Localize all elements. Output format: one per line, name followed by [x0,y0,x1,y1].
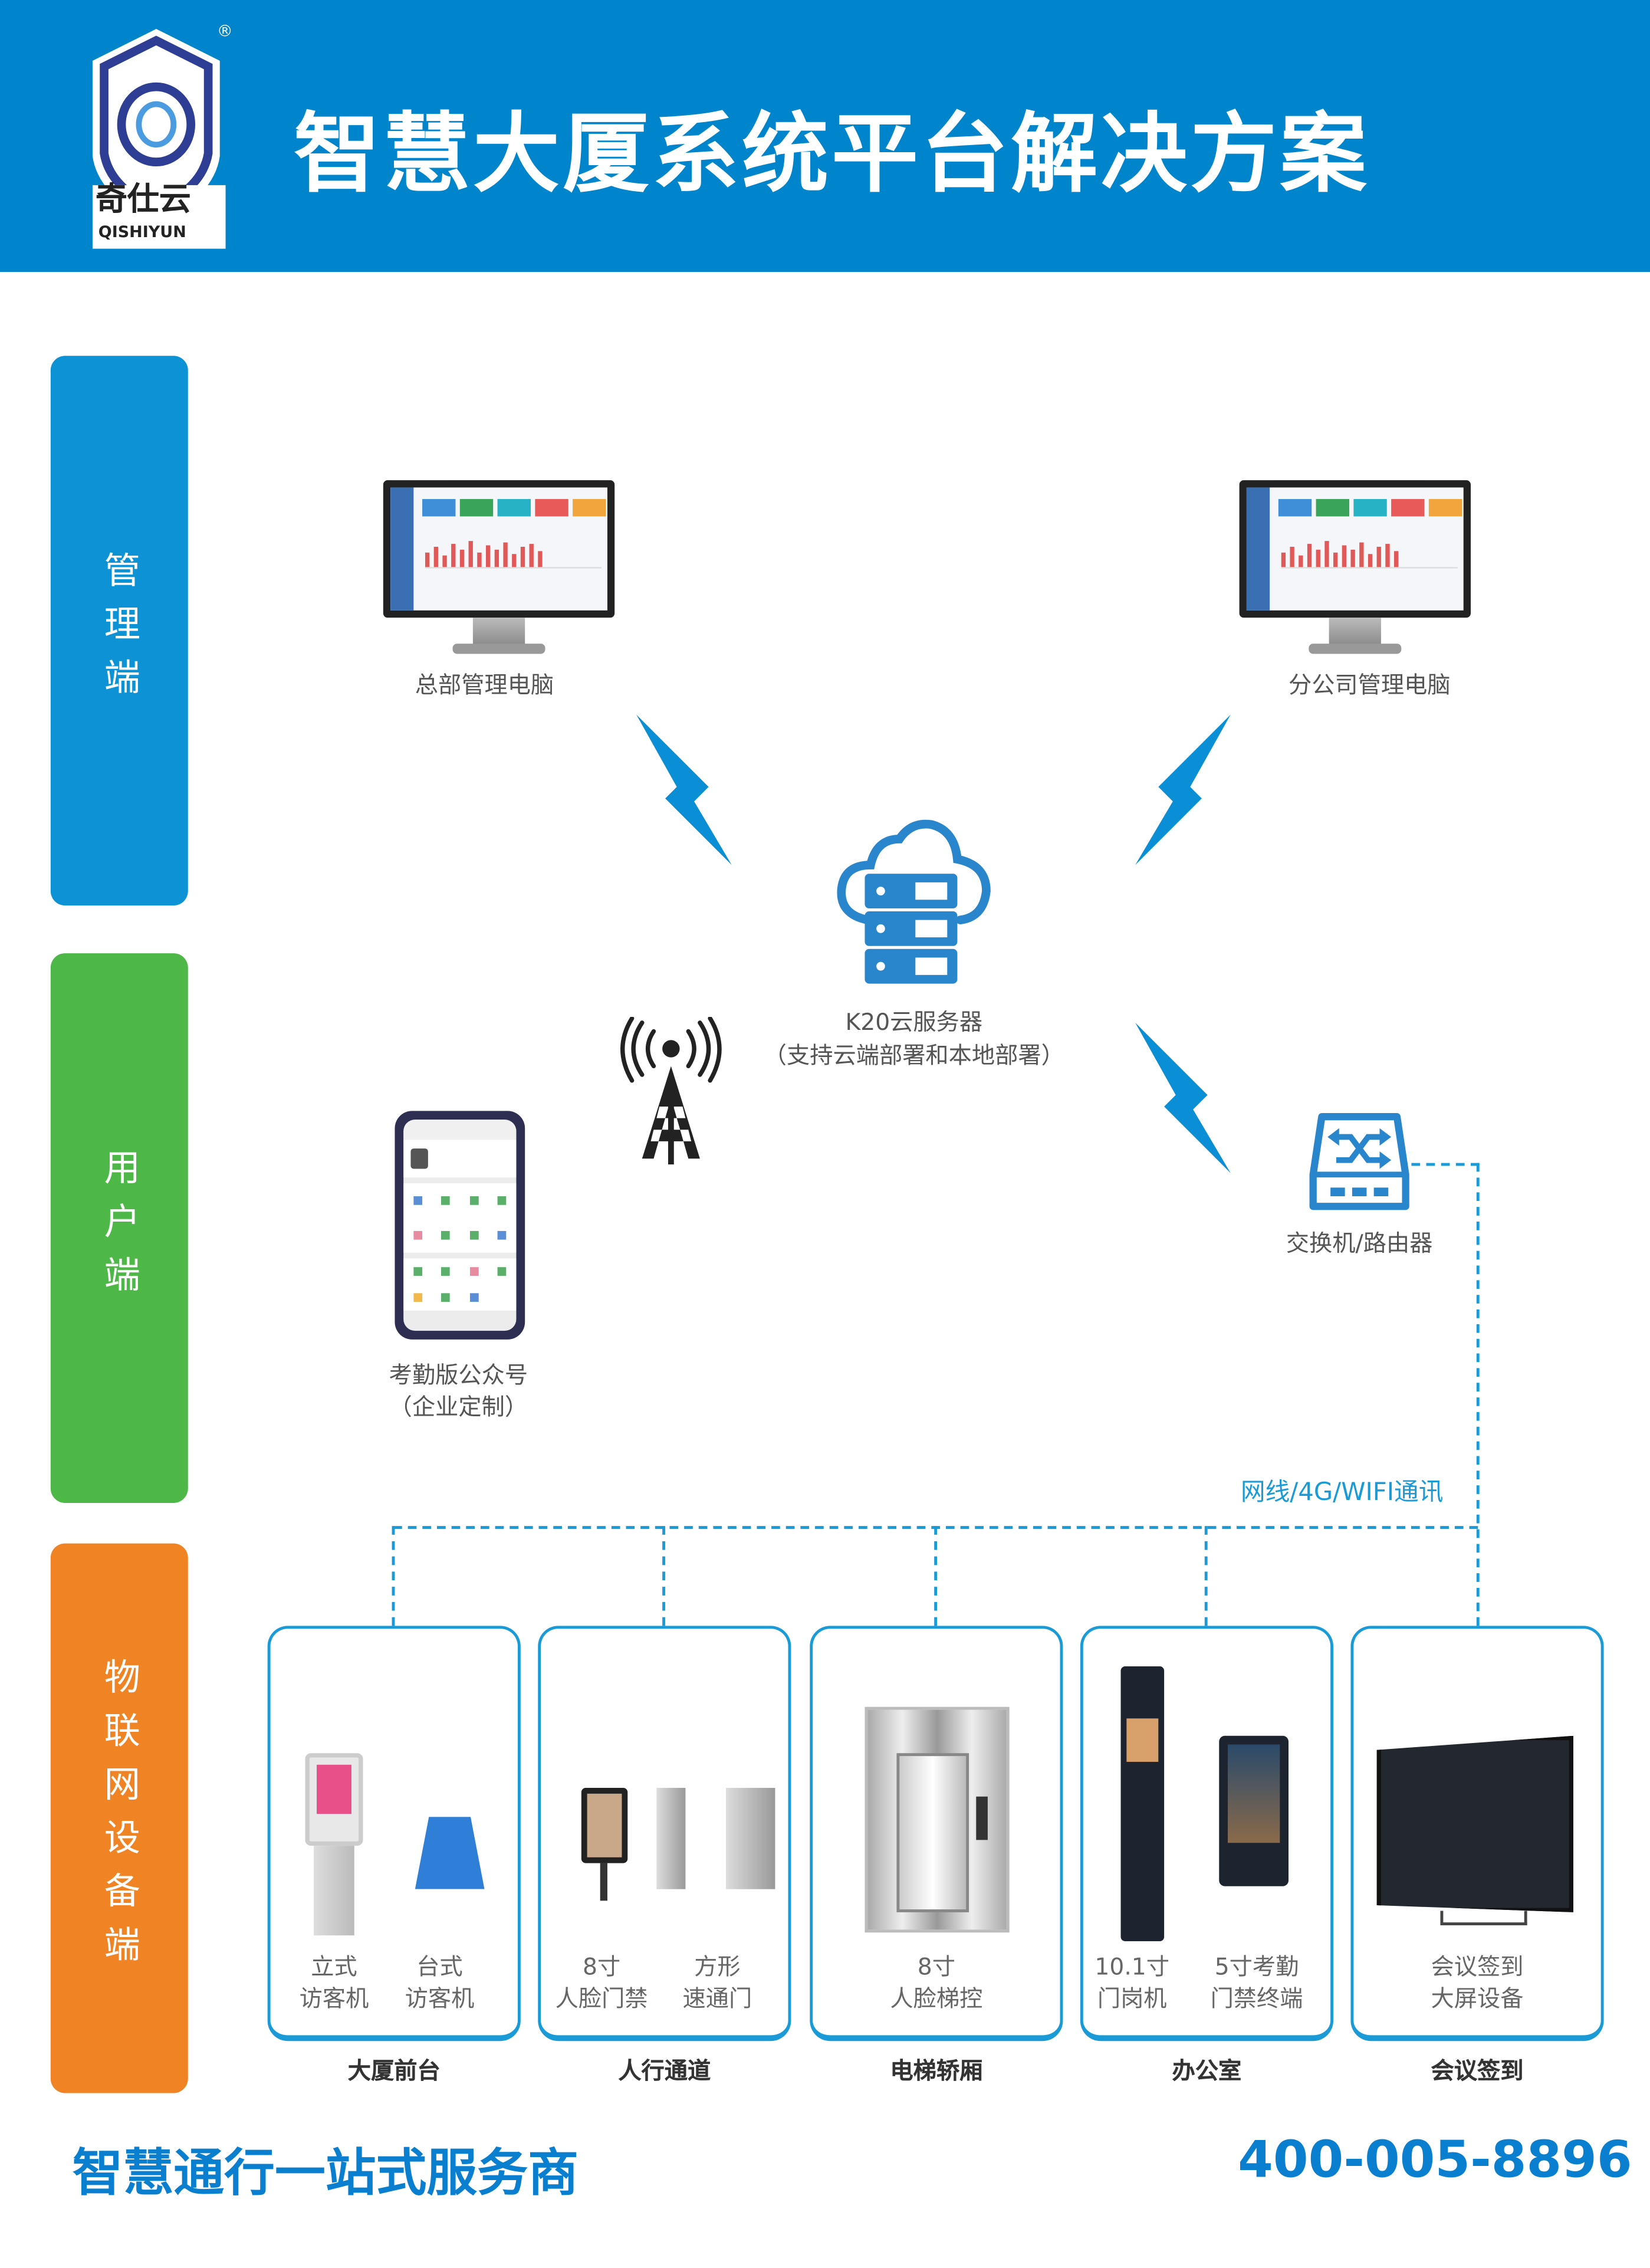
branch-pc-label: 分公司管理电脑 [1288,671,1451,699]
device-label: 立式 [311,1952,357,1981]
device-label: 访客机 [299,1984,369,2013]
device-label: 人脸门禁 [555,1984,648,2013]
network-line [662,1526,666,1626]
device-label: 速通门 [682,1984,752,2013]
device-label: 方形 [694,1952,741,1981]
large-screen-display-icon [1376,1735,1574,1912]
page-title: 智慧大厦系统平台解决方案 [293,104,1370,206]
wireless-link-icon [1135,1022,1231,1173]
speed-gate-icon [656,1788,686,1889]
device-panel-elevator: 8寸人脸梯控 [810,1626,1063,2041]
desktop-visitor-kiosk-icon [415,1817,485,1889]
device-label: 8寸 [583,1952,621,1981]
app-custom-label: （企业定制） [389,1393,528,1421]
device-label: 会议签到 [1431,1952,1524,1981]
category-label: 大厦前台 [347,2057,441,2085]
attendance-terminal-icon [1219,1735,1289,1886]
device-panel-lobby: 立式访客机 台式访客机 [267,1626,521,2041]
hq-monitor-icon [383,480,615,657]
device-label: 5寸考勤 [1214,1952,1299,1981]
gate-post-terminal-icon [1120,1666,1165,1941]
device-label: 门禁终端 [1210,1984,1303,2013]
branch-monitor-icon [1239,480,1471,657]
device-panel-office: 10.1寸门岗机 5寸考勤门禁终端 [1080,1626,1334,2041]
registered-mark: ® [216,21,233,41]
device-label: 访客机 [405,1984,475,2013]
network-label: 网线/4G/WIFI通讯 [1240,1478,1444,1508]
switch-router-icon [1309,1113,1409,1210]
signal-tower-icon [620,1016,722,1165]
switch-label: 交换机/路由器 [1286,1229,1433,1258]
logo-brand-cn: 奇仕云 [95,182,191,219]
device-label: 8寸 [917,1952,955,1981]
qishiyun-logo [92,29,226,249]
sidebar-iot: 物联网设备端 [50,1543,188,2093]
category-label: 会议签到 [1431,2057,1524,2085]
mobile-app-phone-icon [395,1111,525,1340]
sidebar-management: 管理端 [50,356,188,906]
network-line [1411,1163,1480,1166]
server-deploy-label: （支持云端部署和本地部署） [763,1041,1064,1069]
network-line [1476,1163,1480,1626]
category-label: 人行通道 [618,2057,711,2085]
device-label: 10.1寸 [1094,1952,1170,1981]
logo-brand-en: QISHIYUN [98,222,186,242]
server-label: K20云服务器 [845,1008,983,1036]
sidebar-user: 用户端 [50,953,188,1503]
network-line [934,1526,938,1626]
wireless-link-icon [636,714,732,865]
category-label: 电梯轿厢 [890,2057,983,2085]
category-label: 办公室 [1172,2057,1242,2085]
footer-phone[interactable]: 400-005-8896 [1238,2132,1632,2190]
cloud-server-icon [837,819,991,984]
device-label: 大屏设备 [1431,1984,1524,2013]
face-access-terminal-icon [581,1788,628,1863]
network-line [1204,1526,1208,1626]
footer-slogan: 智慧通行一站式服务商 [72,2145,579,2203]
device-label: 台式 [416,1952,463,1981]
device-label: 门岗机 [1097,1984,1167,2013]
app-label: 考勤版公众号 [389,1361,528,1389]
elevator-car-icon [865,1706,1010,1933]
device-panel-meeting: 会议签到大屏设备 [1350,1626,1604,2041]
network-line [392,1526,395,1626]
wireless-link-icon [1135,714,1231,865]
device-label: 人脸梯控 [890,1984,983,2013]
standing-visitor-kiosk-icon [305,1753,363,1846]
hq-pc-label: 总部管理电脑 [415,671,554,699]
device-panel-passage: 8寸人脸门禁 方形速通门 [538,1626,791,2041]
header-banner [0,0,1650,273]
